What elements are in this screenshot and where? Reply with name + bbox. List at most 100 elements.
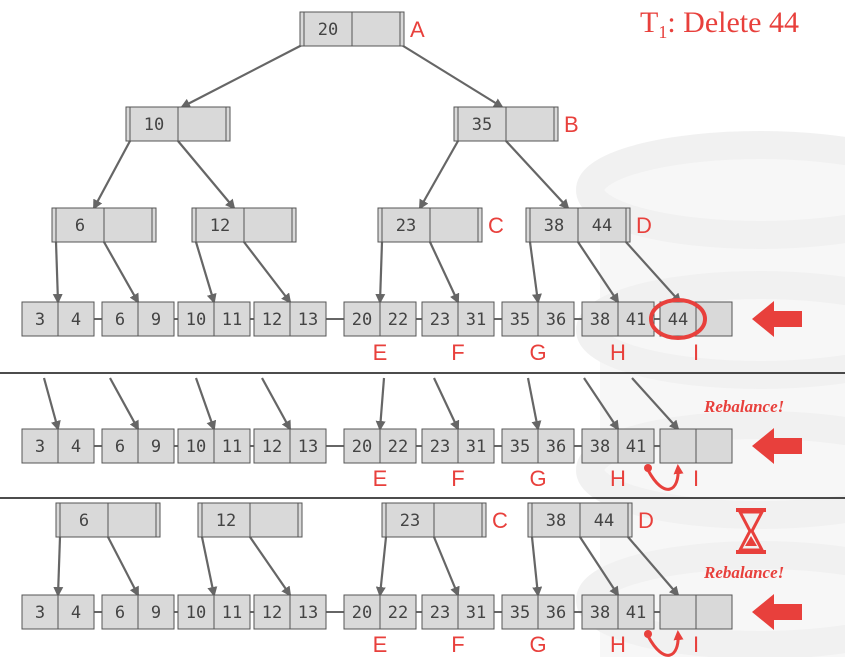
pointer-arrow (627, 536, 680, 597)
node-key: 44 (594, 511, 614, 531)
leaf-node: I (659, 428, 733, 491)
pointer-arrow (419, 140, 459, 210)
leaf-key: 38 (590, 310, 610, 330)
leaf-key: 10 (186, 437, 206, 457)
leaf-label: E (373, 466, 388, 491)
node-key: 38 (546, 511, 566, 531)
leaf-key: 44 (668, 310, 688, 330)
pointer-arrow (399, 43, 504, 109)
leaf-key: 13 (298, 310, 318, 330)
leaf-key: 41 (626, 603, 646, 623)
pointer-arrow (194, 241, 217, 304)
pointer-arrow (583, 377, 620, 431)
rebalance-note: Rebalance! (703, 397, 784, 416)
leaf-key: 23 (430, 310, 450, 330)
leaf-key: 20 (352, 310, 372, 330)
leaf-key: 38 (590, 437, 610, 457)
leaf-key: 6 (115, 437, 125, 457)
node-key: 12 (210, 216, 230, 236)
leaf-label: E (373, 632, 388, 657)
pointer-arrow (375, 241, 386, 304)
highlight-circle (649, 298, 707, 340)
slide-title: T1: Delete 44 (640, 6, 799, 42)
leaf-key: 23 (430, 603, 450, 623)
leaf-label: F (451, 466, 464, 491)
inner-node: 6 (51, 207, 157, 243)
pointer-arrow (194, 377, 217, 431)
pointer-arrow (429, 241, 460, 304)
node-label: C (492, 508, 508, 533)
leaf-label: H (610, 340, 626, 365)
leaf-key: 3 (35, 437, 45, 457)
pointer-arrow-icon (752, 428, 802, 464)
pointer-arrow (261, 377, 291, 431)
leaf-key: 4 (71, 437, 81, 457)
leaf-key: 35 (510, 310, 530, 330)
leaf-key: 13 (298, 437, 318, 457)
node-label: D (638, 508, 654, 533)
leaf-key: 10 (186, 310, 206, 330)
pointer-arrow-icon (752, 594, 802, 630)
leaf-key: 11 (222, 437, 242, 457)
leaf-key: 11 (222, 603, 242, 623)
rebalance-note: Rebalance! (703, 563, 784, 582)
leaf-key: 35 (510, 603, 530, 623)
pointer-arrow (631, 377, 680, 431)
pointer-arrow (375, 536, 388, 597)
leaf-label: G (529, 340, 546, 365)
pointer-arrow (505, 140, 570, 210)
leaf-node: 23 31F (421, 594, 495, 657)
pointer-arrow (180, 43, 305, 108)
node-key: 44 (592, 216, 612, 236)
pointer-arrow (577, 241, 620, 304)
pointer-arrow (177, 140, 236, 210)
node-key: 10 (144, 115, 164, 135)
leaf-key: 22 (388, 603, 408, 623)
leaf-key: 31 (466, 310, 486, 330)
leaf-label: H (610, 632, 626, 657)
leaf-key: 12 (262, 603, 282, 623)
leaf-label: F (451, 632, 464, 657)
move-origin-dot (644, 630, 652, 638)
leaf-node: 35 36G (501, 428, 575, 491)
leaf-label: E (373, 340, 388, 365)
pointer-arrow (526, 377, 542, 431)
pointer-arrow (109, 377, 139, 431)
move-origin-dot (644, 464, 652, 472)
leaf-key: 36 (546, 437, 566, 457)
leaf-key: 31 (466, 437, 486, 457)
leaf-key: 35 (510, 437, 530, 457)
leaf-key: 9 (151, 310, 161, 330)
leaf-key: 31 (466, 603, 486, 623)
leaf-label: G (529, 466, 546, 491)
leaf-key: 22 (388, 310, 408, 330)
leaf-key: 12 (262, 437, 282, 457)
pointer-arrow (530, 536, 543, 597)
pointer-arrow (42, 377, 61, 431)
leaf-key: 22 (388, 437, 408, 457)
leaf-node: 20 22E (343, 301, 417, 365)
pointer-arrow (107, 536, 139, 597)
inner-node: 38 44 D (527, 502, 654, 538)
node-key: 23 (396, 216, 416, 236)
leaf-key: 9 (151, 603, 161, 623)
node-key: 6 (75, 216, 85, 236)
leaf-key: 6 (115, 310, 125, 330)
